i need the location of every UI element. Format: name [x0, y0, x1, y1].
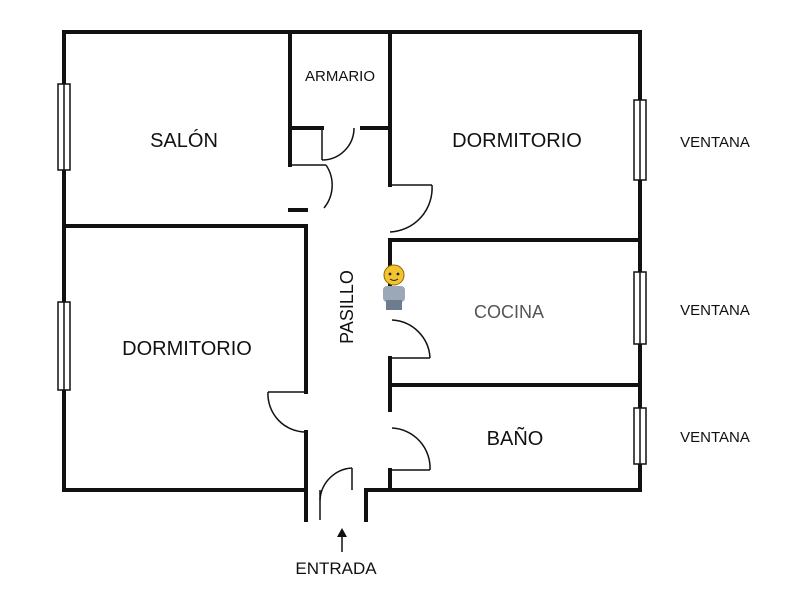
room-label-armario: ARMARIO — [305, 68, 375, 85]
corridor-label-pasillo: PASILLO — [337, 270, 357, 344]
window-label-3: VENTANA — [680, 429, 750, 446]
window-dormitorio-top — [633, 99, 647, 181]
window-label-1: VENTANA — [680, 134, 750, 151]
entrance-label: ENTRADA — [295, 559, 377, 578]
arrow-up-icon — [337, 528, 347, 552]
window-cocina — [633, 271, 647, 345]
outer-walls — [62, 30, 642, 492]
window-dormitorio-left — [57, 301, 71, 391]
door-dormitorio-left — [267, 391, 307, 433]
room-label-dormitorio-left: DORMITORIO — [122, 338, 252, 360]
door-cocina — [390, 319, 431, 359]
room-label-salon: SALÓN — [150, 129, 218, 152]
room-label-bano: BAÑO — [487, 426, 544, 450]
room-label-dormitorio-top: DORMITORIO — [452, 130, 582, 152]
window-salon — [57, 83, 71, 171]
door-salon — [292, 164, 333, 209]
doors — [267, 127, 433, 520]
person-mascot-icon — [383, 264, 405, 310]
door-entrada — [319, 467, 353, 520]
window-label-2: VENTANA — [680, 302, 750, 319]
door-dormitorio-top — [389, 184, 433, 233]
room-label-cocina: COCINA — [474, 302, 544, 322]
door-bano — [390, 427, 431, 471]
windows — [57, 83, 647, 465]
door-armario — [321, 127, 355, 161]
interior-walls — [62, 30, 642, 522]
window-bano — [633, 407, 647, 465]
